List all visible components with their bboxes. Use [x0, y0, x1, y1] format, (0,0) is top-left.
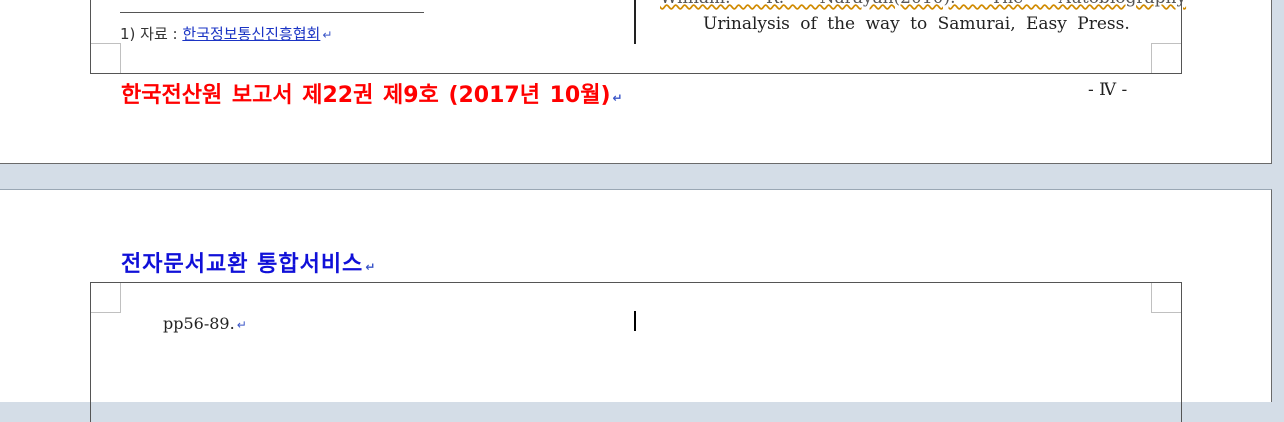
footnote-source-link[interactable]: 한국정보통신진흥협회 [182, 25, 321, 43]
margin-corner-top-right [1151, 283, 1181, 313]
reference-line: Urinalysis of the way to Samurai, Easy P… [703, 14, 1130, 34]
report-header-text: 한국전산원 보고서 제22권 제9호 (2017년 10월) [121, 83, 611, 108]
text-cursor [634, 311, 636, 331]
footnote: 1) 자료 : 한국정보통신진흥협회↵ [120, 23, 332, 44]
report-header-title: 한국전산원 보고서 제22권 제9호 (2017년 10월)↵ [121, 77, 623, 109]
body-paragraph-text: pp56-89. [163, 314, 235, 333]
paragraph-mark-icon: ↵ [236, 318, 247, 332]
reference-line-partial: William. R. Narayan(2010). The Autobiogr… [660, 0, 1186, 8]
service-header-text: 전자문서교환 통합서비스 [121, 251, 364, 277]
document-page-next[interactable]: 전자문서교환 통합서비스↵ pp56-89.↵ [0, 189, 1272, 422]
paragraph-mark-icon: ↵ [322, 28, 333, 42]
body-paragraph[interactable]: pp56-89.↵ [163, 314, 247, 333]
footnote-separator [120, 12, 424, 13]
margin-corner-top-left [91, 283, 121, 313]
margin-corner-bottom-left [91, 43, 121, 73]
column-divider [634, 0, 636, 44]
document-page-previous[interactable]: 1) 자료 : 한국정보통신진흥협회↵ William. R. Narayan(… [0, 0, 1272, 164]
page-body-area[interactable] [90, 282, 1182, 422]
reference-text: Urinalysis of the way to Samurai, Easy P… [703, 14, 1130, 34]
service-header-title: 전자문서교환 통합서비스↵ [121, 246, 376, 278]
footnote-prefix: 1) 자료 : [120, 25, 183, 43]
page-number: - Ⅳ - [1088, 80, 1128, 100]
reference-text-partial: William. R. Narayan(2010). The Autobiogr… [660, 0, 1186, 8]
paragraph-mark-icon: ↵ [612, 91, 623, 105]
page-body-area[interactable] [90, 0, 1182, 74]
paragraph-mark-icon: ↵ [365, 260, 377, 274]
margin-corner-bottom-right [1151, 43, 1181, 73]
